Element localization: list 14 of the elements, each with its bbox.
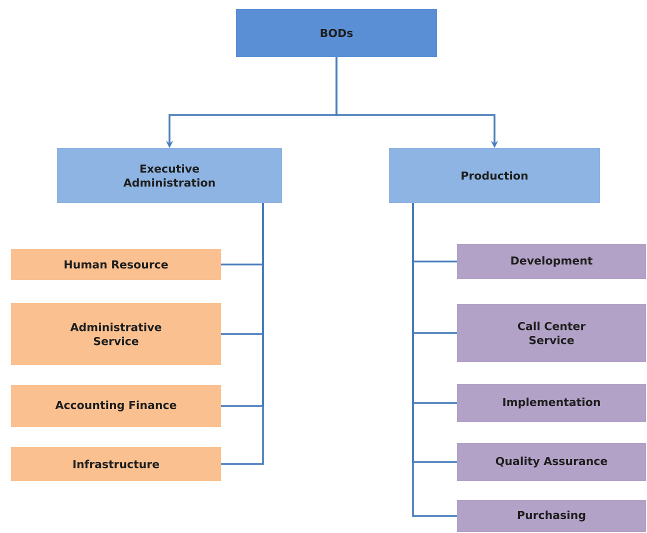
- department-box: Executive Administration: [57, 148, 282, 203]
- unit-box: Implementation: [457, 384, 646, 422]
- unit-box: Quality Assurance: [457, 443, 646, 481]
- unit-box: Purchasing: [457, 500, 646, 532]
- unit-box: Administrative Service: [11, 303, 221, 365]
- department-box: Production: [389, 148, 600, 203]
- connector: [221, 203, 264, 465]
- unit-box: Human Resource: [11, 249, 221, 280]
- unit-box: Development: [457, 244, 646, 279]
- top-box: BODs: [236, 9, 437, 57]
- connector: [412, 203, 457, 517]
- unit-box: Call Center Service: [457, 304, 646, 362]
- unit-box: Infrastructure: [11, 447, 221, 481]
- unit-box: Accounting Finance: [11, 385, 221, 427]
